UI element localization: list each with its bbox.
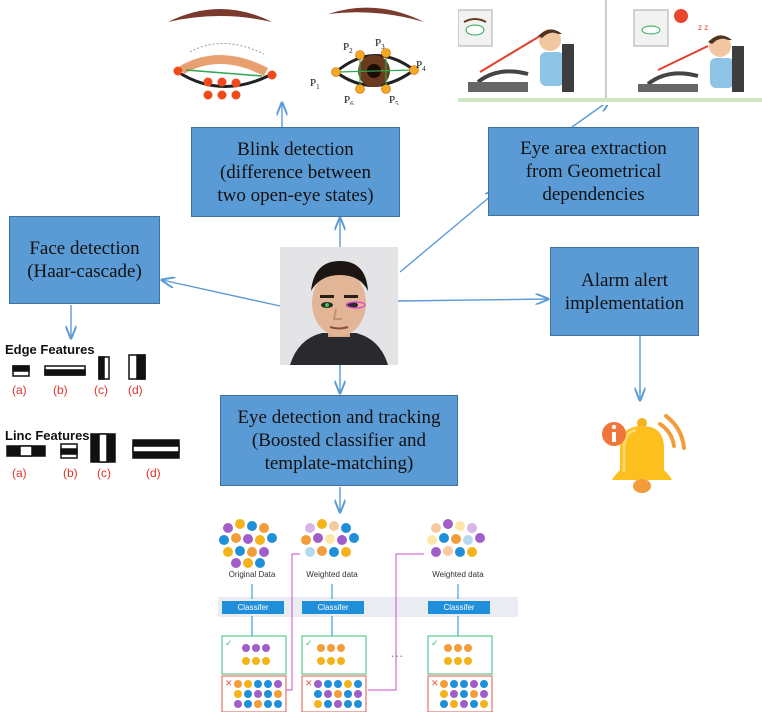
line-label-c: (c) <box>97 466 111 480</box>
landmark-p4: P4 <box>416 59 426 73</box>
label-original-data: Original Data <box>228 570 276 579</box>
svg-text:✕: ✕ <box>225 678 233 688</box>
edge-features-shapes <box>12 354 146 380</box>
face-line-1: Face detection <box>29 238 140 259</box>
alarm-bell-icon <box>602 414 686 493</box>
left-eye-lower-lid <box>177 70 273 88</box>
line-features-shapes <box>6 433 180 463</box>
right-eyebrow <box>328 7 424 22</box>
svg-text:✓: ✓ <box>305 638 313 648</box>
boosting-ellipsis: ··· <box>390 648 404 663</box>
label-weighted-data-1: Weighted data <box>306 570 358 579</box>
arrow-face-to-eye-area <box>399 190 498 273</box>
alarm-alert-box: Alarm alert implementation <box>550 247 699 336</box>
blink-line-2: (difference between <box>219 161 371 183</box>
svg-text:✓: ✓ <box>225 638 233 648</box>
eye-area-extraction-box: Eye area extraction from Geometrical dep… <box>488 127 699 216</box>
svg-text:✓: ✓ <box>431 638 439 648</box>
line-label-a: (a) <box>12 466 27 480</box>
edge-label-d: (d) <box>128 383 143 397</box>
arrow-face-to-face-detection <box>162 280 281 307</box>
eye-area-line-2: from Geometrical <box>525 161 662 182</box>
left-eyebrow <box>168 9 272 22</box>
eye-landmark-illustration: P1 P2 P3 P4 P5 P6 <box>168 7 426 105</box>
landmark-p3: P3 <box>375 37 385 51</box>
classifier-bar-2: Classifer <box>302 601 364 614</box>
blink-line-1: Blink detection <box>237 138 354 160</box>
svg-text:z z: z z <box>698 23 708 32</box>
classifier-bar-3: Classifer <box>428 601 490 614</box>
alarm-line-1: Alarm alert <box>580 269 669 291</box>
left-eye-upper-lid <box>179 55 269 77</box>
eye-detect-line-3: template-matching) <box>264 453 414 474</box>
eye-area-line-1: Eye area extraction <box>520 138 667 159</box>
eye-detect-line-2: (Boosted classifier and <box>251 430 427 451</box>
face-detection-box: Face detection (Haar-cascade) <box>9 216 160 304</box>
blink-line-3: two open-eye states) <box>217 184 374 206</box>
blink-detection-box: Blink detection (difference between two … <box>191 127 400 217</box>
landmark-p6: P6 <box>344 94 354 105</box>
landmark-p2: P2 <box>343 41 353 55</box>
edge-label-b: (b) <box>53 383 68 397</box>
edge-features-title: Edge Features <box>5 342 95 357</box>
line-features-title: Linc Features <box>5 428 90 443</box>
landmark-p1: P1 <box>310 77 320 91</box>
face-line-2: (Haar-cascade) <box>27 261 142 282</box>
driver-illustration: z z <box>458 0 762 105</box>
eye-detection-tracking-box: Eye detection and tracking (Boosted clas… <box>220 395 458 486</box>
face-photo <box>280 247 398 365</box>
edge-label-c: (c) <box>94 383 108 397</box>
label-weighted-data-2: Weighted data <box>432 570 484 579</box>
eye-area-line-3: dependencies <box>542 184 645 205</box>
cloud-weighted-1 <box>301 519 359 557</box>
classifier-bar-1: Classifer <box>222 601 284 614</box>
svg-text:✕: ✕ <box>431 678 439 688</box>
line-label-d: (d) <box>146 466 161 480</box>
arrow-face-to-alarm <box>397 299 548 301</box>
landmark-p5: P5 <box>389 94 399 105</box>
cloud-original <box>219 519 277 568</box>
alarm-line-2: implementation <box>564 292 685 314</box>
line-label-b: (b) <box>63 466 78 480</box>
svg-text:✕: ✕ <box>305 678 313 688</box>
eye-detect-line-1: Eye detection and tracking <box>237 407 441 428</box>
cloud-weighted-2 <box>427 519 485 557</box>
edge-label-a: (a) <box>12 383 27 397</box>
